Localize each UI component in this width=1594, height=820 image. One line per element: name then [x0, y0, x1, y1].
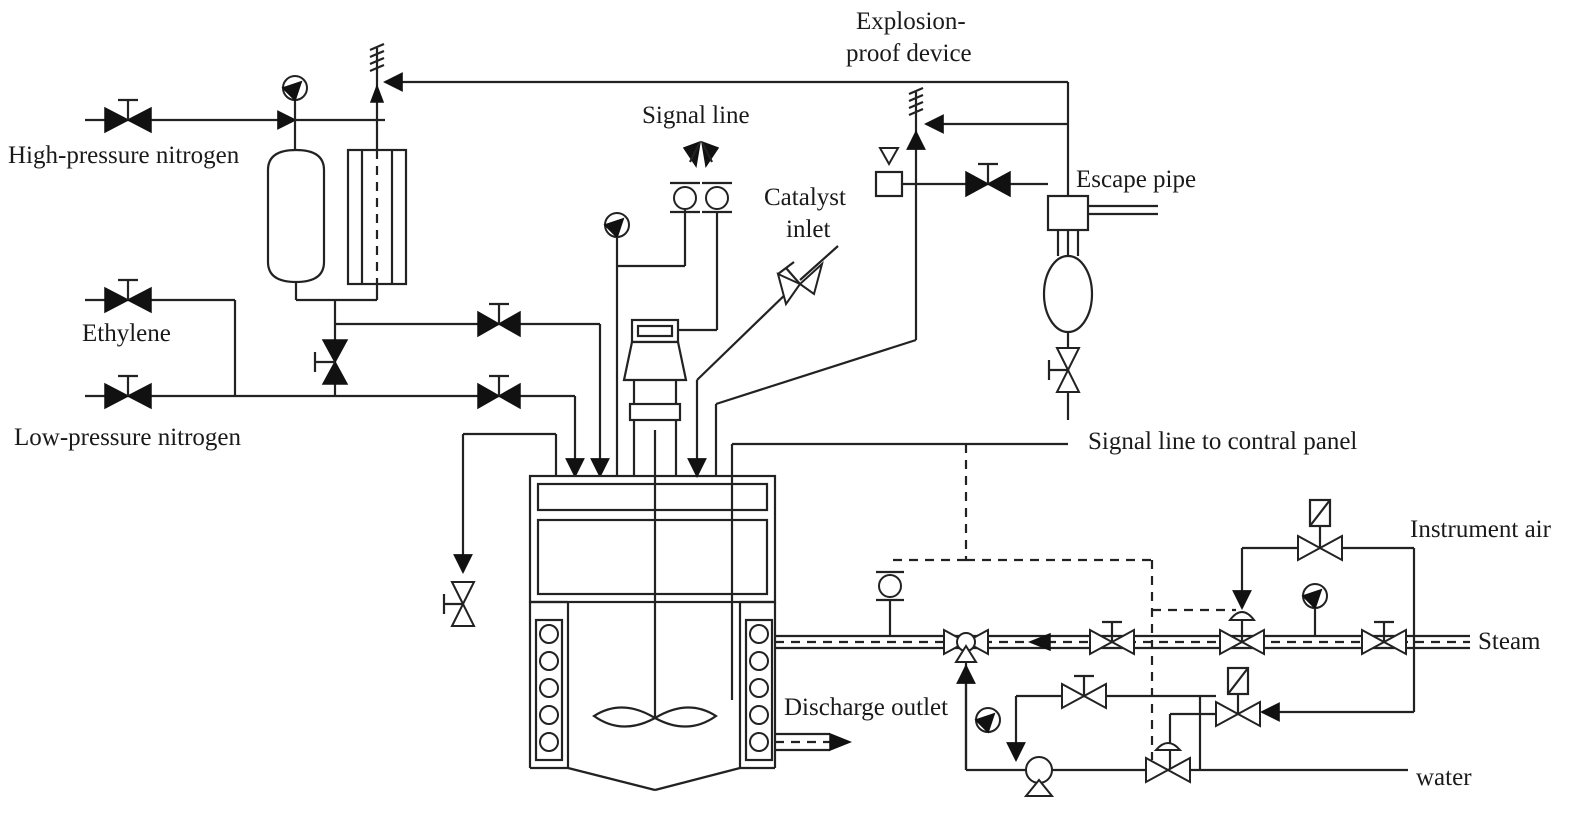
water-pump-icon [1023, 756, 1055, 797]
escape-pipe-assembly [1042, 82, 1158, 420]
three-way-valve[interactable] [943, 628, 989, 663]
relief-vessel [874, 147, 1048, 198]
left-drain-line [453, 432, 558, 574]
explosion-proof-left-icon [369, 42, 385, 120]
filter-column [296, 120, 408, 396]
lp-nitrogen-valve[interactable] [104, 374, 152, 410]
steam-pressure-gauge-icon [1301, 583, 1328, 636]
signal-line-sensors [670, 140, 732, 332]
discharge-outlet-pipe [775, 732, 853, 752]
label-catalyst-1: Catalyst [764, 184, 846, 211]
label-steam: Steam [1478, 628, 1541, 655]
explosion-proof-right-icon [714, 86, 1068, 476]
reactor-vessel [528, 474, 777, 792]
label-signal-line: Signal line [642, 102, 750, 129]
label-signal-line-to-panel: Signal line to contral panel [1088, 428, 1358, 455]
water-valve[interactable] [1061, 674, 1107, 710]
steam-valve-1[interactable] [1089, 620, 1135, 656]
upper-branch-line [335, 322, 610, 478]
label-low-pressure-nitrogen: Low-pressure nitrogen [14, 424, 242, 451]
hp-nitrogen-valve[interactable] [104, 98, 152, 134]
label-instrument-air: Instrument air [1410, 516, 1551, 543]
label-water: water [1416, 764, 1472, 791]
label-ethylene: Ethylene [82, 320, 171, 347]
instrument-air-line [1232, 546, 1416, 722]
water-loop-lines [956, 662, 1408, 772]
label-catalyst-2: inlet [786, 216, 831, 243]
steam-valve-2[interactable] [1361, 620, 1407, 656]
instrument-air-valve[interactable] [1297, 498, 1343, 562]
ethylene-valve[interactable] [104, 278, 152, 314]
hp-pressure-gauge-icon [281, 75, 308, 102]
label-explosion-proof-1: Explosion- [856, 8, 966, 35]
label-explosion-proof-2: proof device [846, 40, 972, 67]
jacket-coils-right [744, 618, 774, 762]
water-return-valve[interactable] [1145, 742, 1191, 784]
jacket-coils-left [534, 618, 564, 762]
reactor-pressure-gauge-icon [603, 210, 687, 476]
lp-branch-valve[interactable] [477, 374, 521, 410]
signal-dashed-lines [890, 444, 1236, 760]
catalyst-inlet-line [687, 245, 839, 478]
stirrer-motor [622, 318, 688, 476]
agitator [592, 430, 718, 728]
catalyst-inlet-valve[interactable] [776, 260, 824, 307]
steam-control-valve[interactable] [1219, 611, 1265, 656]
escape-drain-valve[interactable] [1047, 347, 1081, 393]
label-high-pressure-nitrogen: High-pressure nitrogen [8, 142, 240, 169]
upper-branch-valve[interactable] [477, 302, 521, 338]
left-drain-valve[interactable] [442, 581, 476, 627]
water-gauge-icon [974, 707, 1001, 734]
nitrogen-tank [266, 148, 326, 300]
escape-valve[interactable] [965, 162, 1011, 198]
water-control-valve[interactable] [1215, 666, 1261, 728]
temp-sensor-icon [876, 570, 904, 636]
thermowell-line [730, 442, 1068, 700]
label-discharge-outlet: Discharge outlet [784, 694, 949, 721]
vertical-tank-valve[interactable] [313, 339, 349, 385]
label-escape-pipe: Escape pipe [1076, 166, 1197, 193]
